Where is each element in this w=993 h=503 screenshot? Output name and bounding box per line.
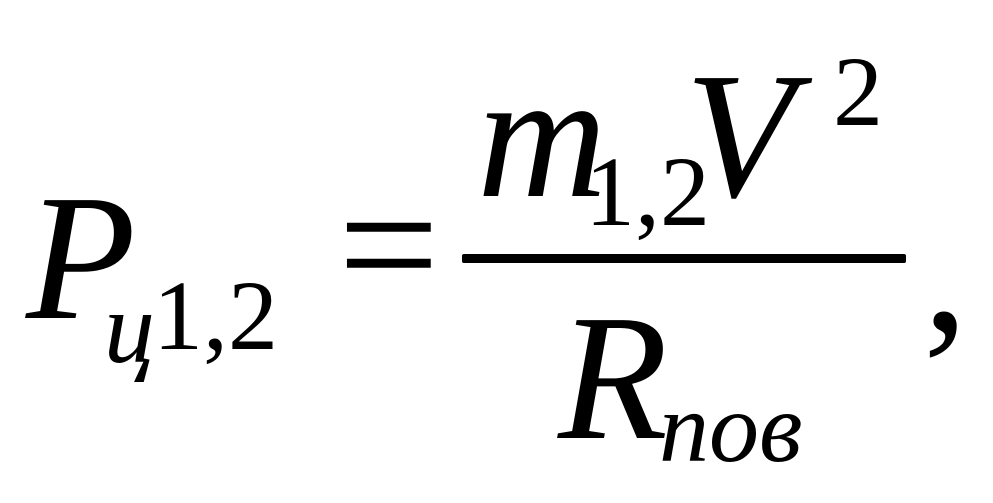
lhs-symbol: P xyxy=(26,158,136,357)
lhs-subscript-index: 1,2 xyxy=(153,260,278,371)
numerator-mass-subscript: 1,2 xyxy=(585,136,710,247)
equals-sign: = xyxy=(338,145,440,344)
numerator-velocity-symbol: V xyxy=(685,36,795,235)
numerator-velocity-exponent: 2 xyxy=(833,36,883,147)
lhs-subscript-letter: ц xyxy=(104,272,155,385)
numerator-mass-symbol: m xyxy=(477,36,607,235)
denominator-radius-subscript: пов xyxy=(659,372,803,483)
denominator-radius-symbol: R xyxy=(558,278,668,477)
fraction-bar xyxy=(462,254,906,263)
trailing-comma: , xyxy=(923,170,968,369)
